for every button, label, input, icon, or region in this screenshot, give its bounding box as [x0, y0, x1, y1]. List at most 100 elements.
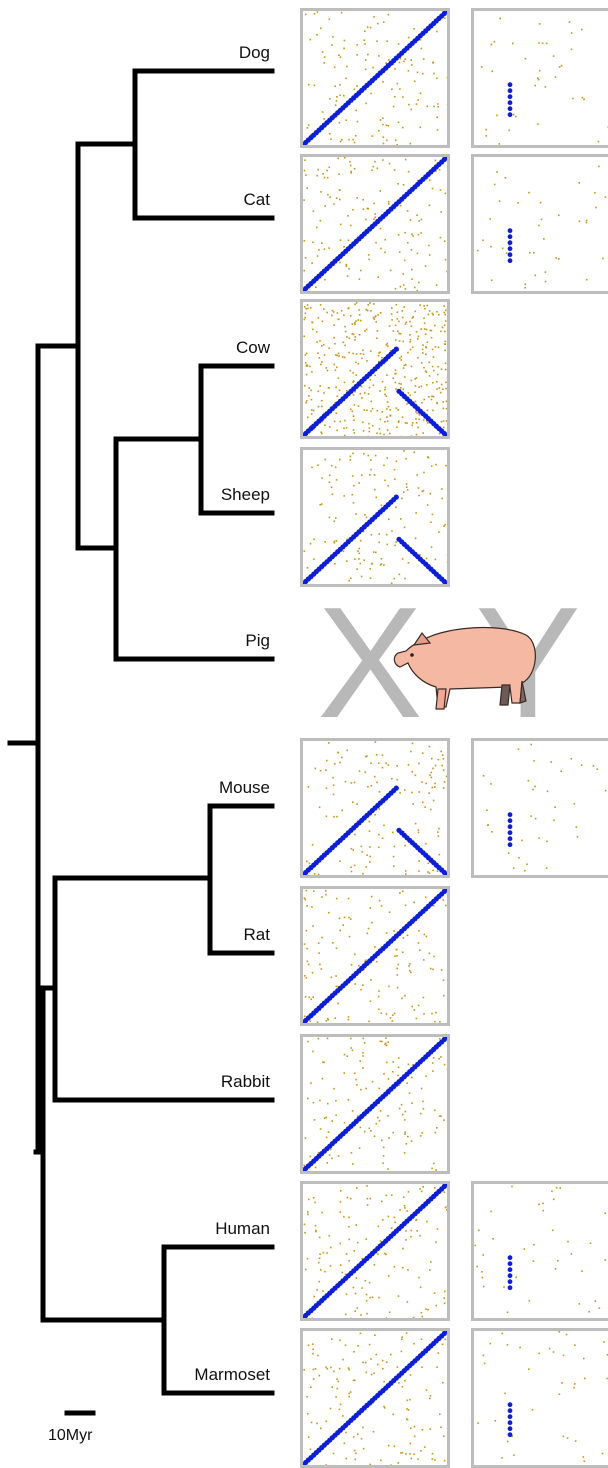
- background-hit: [394, 169, 396, 171]
- background-hit: [404, 376, 406, 378]
- species-label: Pig: [10, 631, 270, 651]
- background-hit: [371, 1374, 373, 1376]
- background-hit: [411, 269, 413, 271]
- background-hit: [441, 384, 443, 386]
- background-hit: [380, 1240, 382, 1242]
- background-hit: [345, 781, 347, 783]
- background-hit: [351, 964, 353, 966]
- background-hit: [409, 963, 411, 965]
- background-hit: [308, 997, 310, 999]
- synteny-dot: [508, 252, 513, 257]
- synteny-dot: [508, 82, 513, 87]
- background-hit: [373, 203, 375, 205]
- background-hit: [389, 911, 391, 913]
- background-hit: [350, 578, 352, 580]
- background-hit: [431, 777, 433, 779]
- background-hit: [352, 139, 354, 141]
- dotplot-y-chromosome: [471, 1181, 608, 1321]
- background-hit: [394, 1013, 396, 1015]
- background-hit: [403, 450, 405, 452]
- background-hit: [404, 1207, 406, 1209]
- background-hit: [410, 339, 412, 341]
- background-hit: [305, 174, 307, 176]
- background-hit: [556, 1187, 558, 1189]
- background-hit: [369, 907, 371, 909]
- background-hit: [440, 237, 442, 239]
- background-hit: [350, 459, 352, 461]
- background-hit: [402, 1452, 404, 1454]
- background-hit: [538, 42, 540, 44]
- background-hit: [367, 786, 369, 788]
- background-hit: [432, 870, 434, 872]
- background-hit: [366, 755, 368, 757]
- background-hit: [428, 863, 430, 865]
- background-hit: [482, 240, 484, 242]
- background-hit: [313, 410, 315, 412]
- background-hit: [489, 218, 491, 220]
- background-hit: [395, 382, 397, 384]
- background-hit: [319, 385, 321, 387]
- background-hit: [374, 946, 376, 948]
- background-hit: [398, 43, 400, 45]
- background-hit: [366, 517, 368, 519]
- background-hit: [352, 1110, 354, 1112]
- background-hit: [499, 200, 501, 202]
- background-hit: [319, 1253, 321, 1255]
- background-hit: [399, 62, 401, 64]
- background-hit: [320, 1428, 322, 1430]
- background-hit: [444, 314, 446, 316]
- background-hit: [366, 360, 368, 362]
- background-hit: [425, 1308, 427, 1310]
- background-hit: [354, 339, 356, 341]
- background-hit: [443, 995, 445, 997]
- background-hit: [326, 367, 328, 369]
- background-hit: [309, 1021, 311, 1023]
- background-hit: [437, 1228, 439, 1230]
- background-hit: [334, 66, 336, 68]
- background-hit: [353, 415, 355, 417]
- background-hit: [352, 353, 354, 355]
- background-hit: [443, 305, 445, 307]
- background-hit: [418, 930, 420, 932]
- background-hit: [305, 257, 307, 259]
- background-hit: [335, 1017, 337, 1019]
- background-hit: [402, 951, 404, 953]
- background-hit: [443, 525, 445, 527]
- background-hit: [306, 930, 308, 932]
- background-hit: [410, 1374, 412, 1376]
- background-hit: [304, 170, 306, 172]
- background-hit: [391, 319, 393, 321]
- background-hit: [351, 848, 353, 850]
- background-hit: [433, 356, 435, 358]
- background-hit: [335, 104, 337, 106]
- background-hit: [419, 414, 421, 416]
- background-hit: [354, 1250, 356, 1252]
- background-hit: [392, 1020, 394, 1022]
- background-hit: [423, 419, 425, 421]
- background-hit: [353, 380, 355, 382]
- background-hit: [380, 248, 382, 250]
- background-hit: [525, 284, 527, 286]
- background-hit: [335, 387, 337, 389]
- background-hit: [397, 974, 399, 976]
- background-hit: [411, 1230, 413, 1232]
- background-hit: [437, 106, 439, 108]
- background-hit: [526, 863, 528, 865]
- background-hit: [377, 23, 379, 25]
- background-hit: [434, 1110, 436, 1112]
- background-hit: [407, 1082, 409, 1084]
- background-hit: [332, 310, 334, 312]
- background-hit: [336, 355, 338, 357]
- background-hit: [427, 106, 429, 108]
- background-hit: [346, 66, 348, 68]
- background-hit: [383, 564, 385, 566]
- background-hit: [341, 12, 343, 14]
- background-hit: [316, 1289, 318, 1291]
- background-hit: [378, 130, 380, 132]
- background-hit: [427, 504, 429, 506]
- background-hit: [418, 1005, 420, 1007]
- background-hit: [422, 491, 424, 493]
- background-hit: [369, 474, 371, 476]
- background-hit: [444, 1064, 446, 1066]
- background-hit: [397, 318, 399, 320]
